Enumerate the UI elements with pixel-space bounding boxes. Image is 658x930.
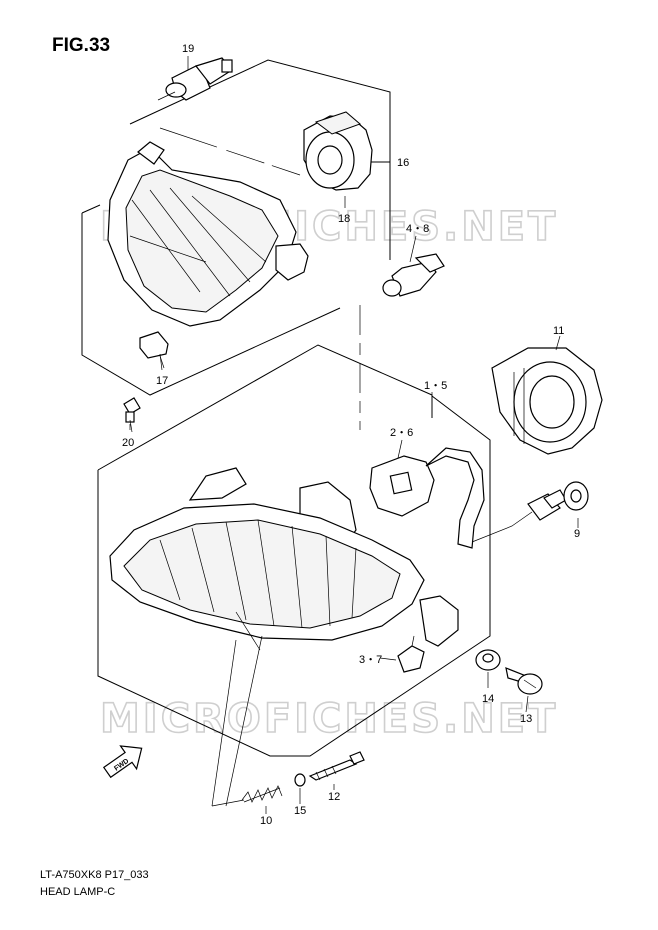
bulb-4-8-part (382, 253, 445, 297)
socket-cover-16-part (303, 111, 373, 191)
callout-9: 9 (574, 528, 580, 540)
callout-17: 17 (156, 375, 168, 387)
watermark-bottom: MICROFICHES.NET (100, 696, 558, 742)
socket-2-6-part (369, 447, 567, 549)
footer-code: LT-A750XK8 P17_033 (40, 869, 149, 881)
lower-assembly-box (97, 305, 491, 757)
washer-15-part (294, 773, 306, 787)
callout-leaders (129, 56, 579, 814)
callout-12: 12 (328, 791, 340, 803)
clip-3-7-part (397, 635, 425, 673)
spring-leaders (211, 635, 263, 807)
callout-3-7: 3・7 (359, 654, 382, 666)
callout-16: 16 (397, 157, 409, 169)
callouts: 19 16 18 4・8 17 20 11 1・5 2・6 9 3・7 14 1… (122, 43, 580, 827)
callout-18: 18 (338, 213, 350, 225)
callout-15: 15 (294, 805, 306, 817)
headlamp-lower-part (109, 467, 459, 651)
callout-13: 13 (520, 713, 532, 725)
callout-14: 14 (482, 693, 494, 705)
cushion-14-part (475, 649, 501, 671)
callout-2-6: 2・6 (390, 427, 413, 439)
callout-1-5: 1・5 (424, 380, 447, 392)
headlamp-upper-part (107, 141, 309, 327)
bolt-13-part (505, 667, 543, 695)
figure-title: FIG.33 (52, 35, 110, 56)
bulb-19-part (157, 57, 233, 101)
footer-name: HEAD LAMP-C (40, 886, 115, 898)
clip-17-part (139, 331, 169, 369)
callout-11: 11 (553, 325, 564, 337)
ring-11-part (491, 347, 603, 455)
callout-10: 10 (260, 815, 272, 827)
screw-20-part (123, 397, 141, 430)
fwd-arrow-icon: FWD (102, 745, 143, 779)
callout-19: 19 (182, 43, 194, 55)
bolt-12-part (308, 751, 365, 781)
callout-20: 20 (122, 437, 134, 449)
grommet-9-part (563, 481, 589, 511)
spring-10-part (241, 785, 283, 803)
callout-4-8: 4・8 (406, 223, 429, 235)
